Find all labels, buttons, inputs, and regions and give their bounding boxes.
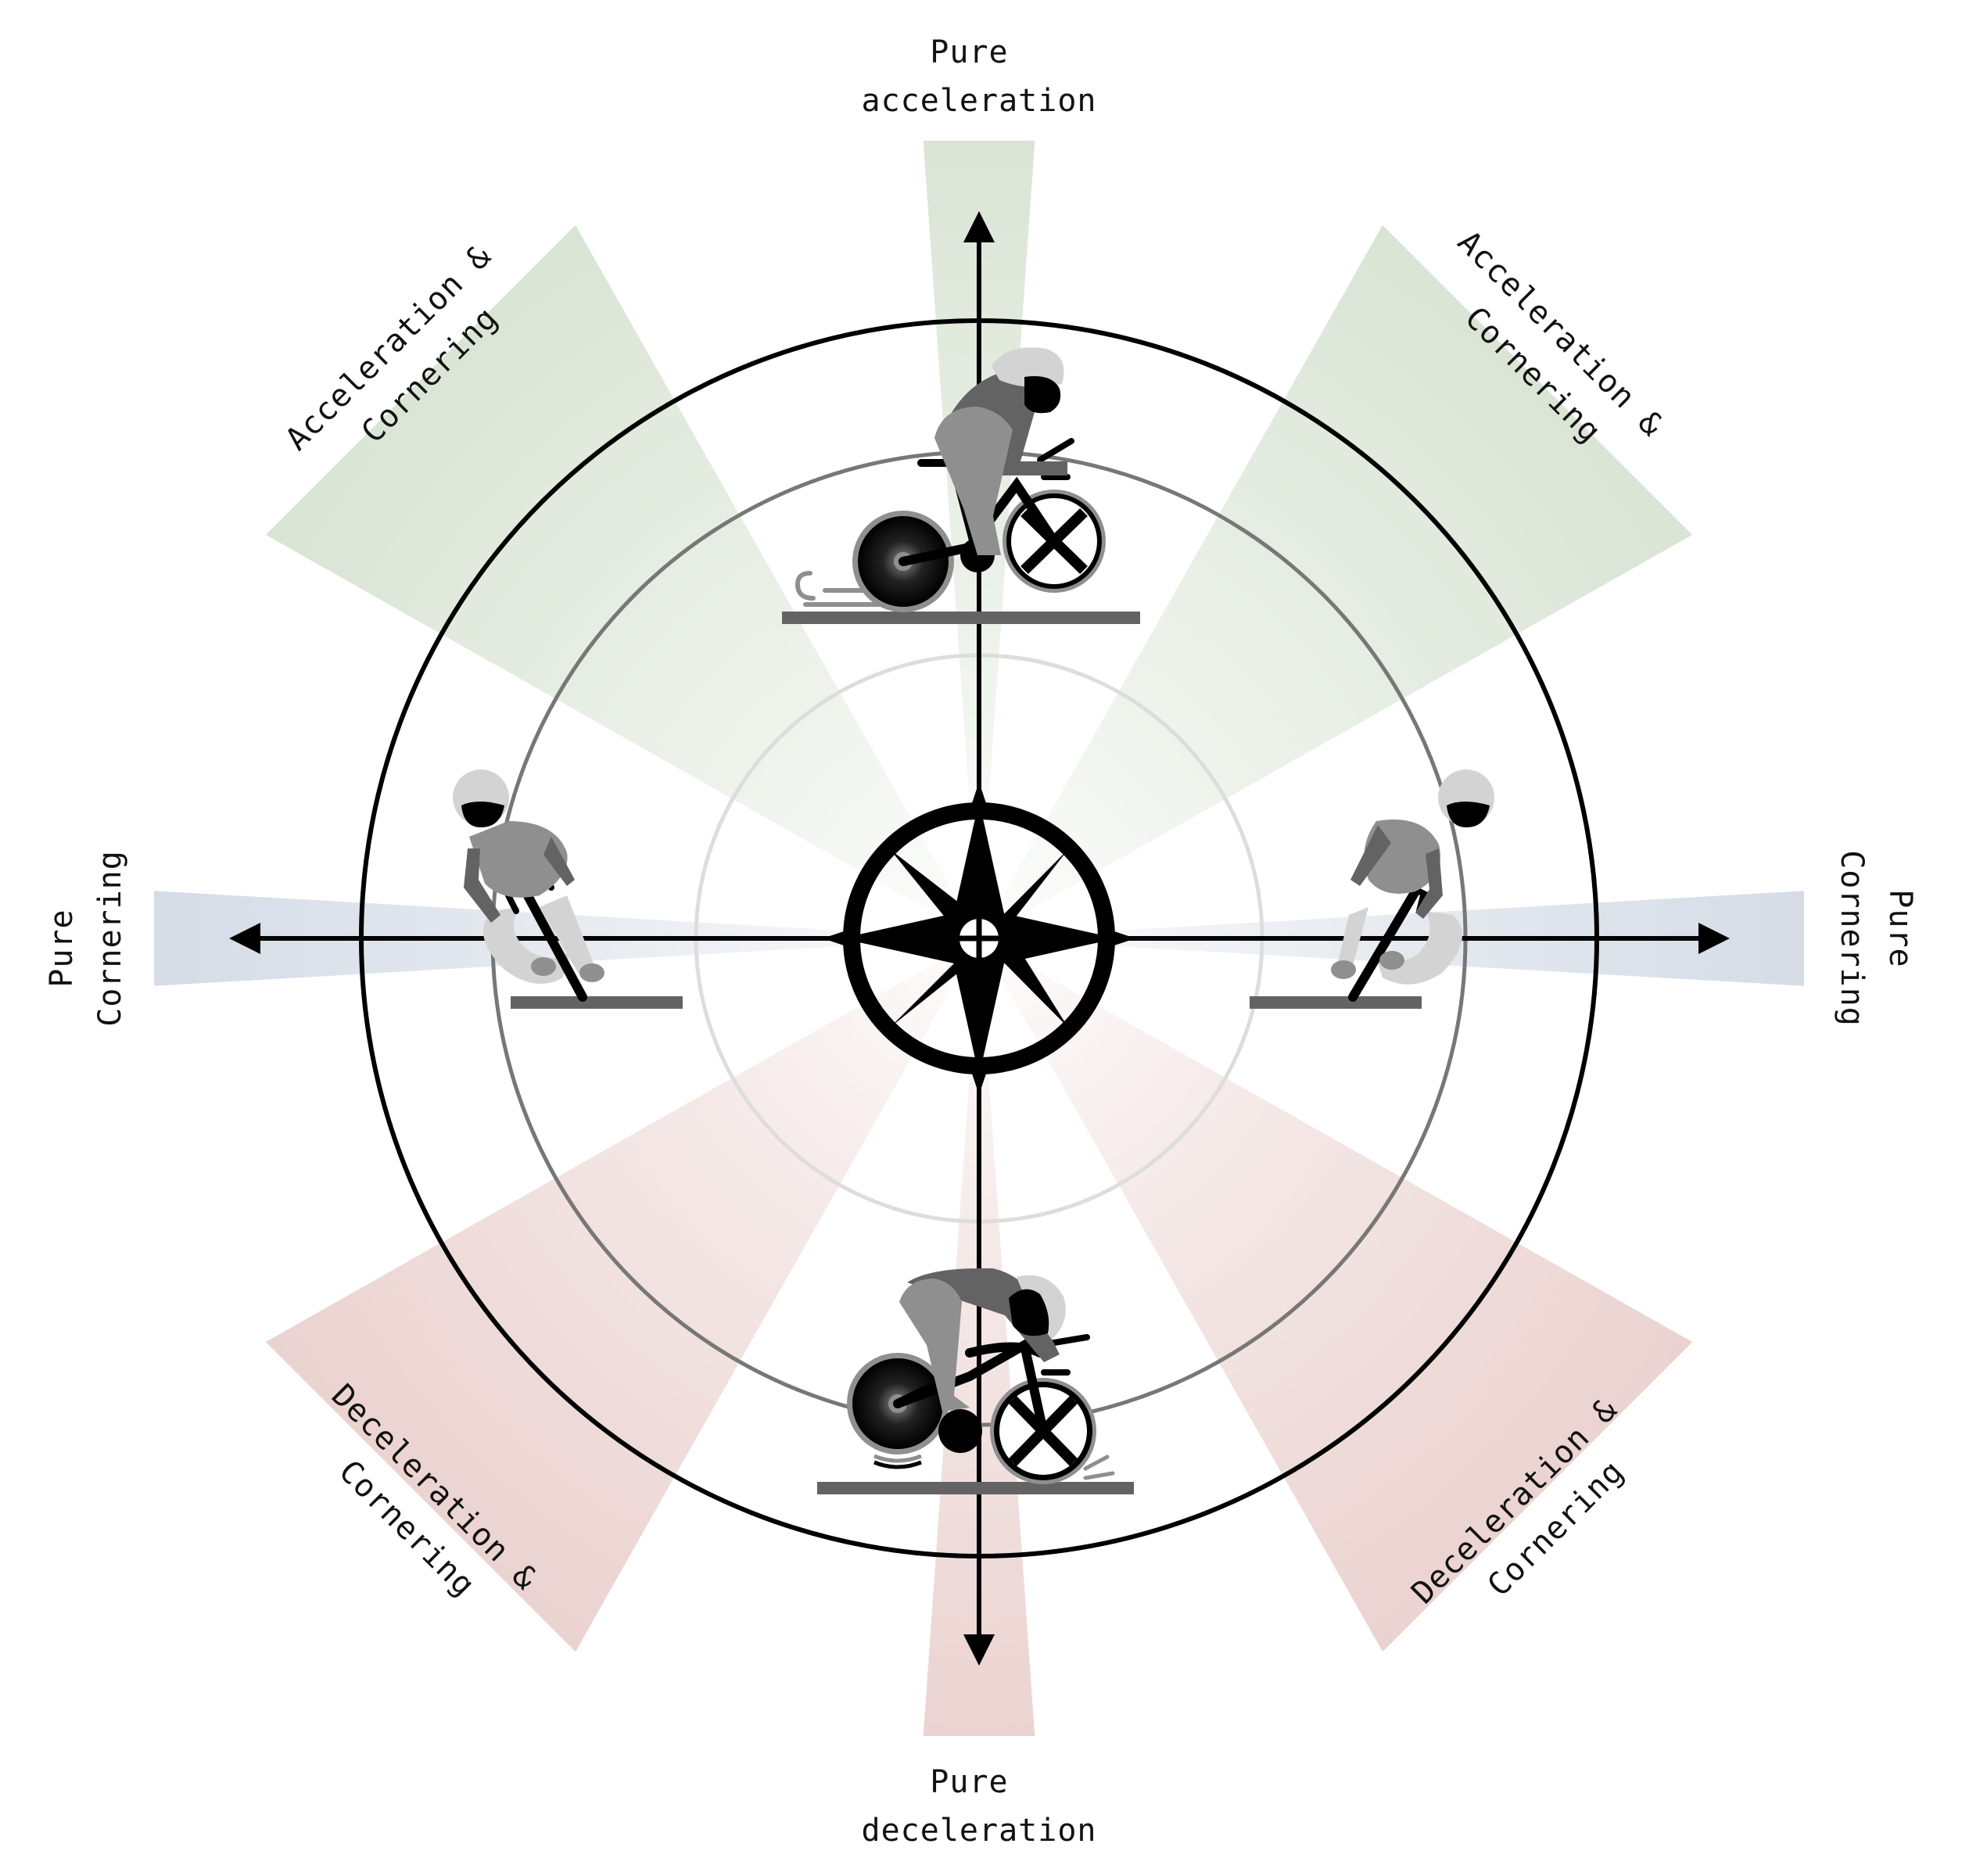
label-bottom: Pure deceleration xyxy=(862,1764,1097,1849)
arrow-up-icon xyxy=(963,211,995,242)
zone-wedge-down-left xyxy=(265,938,979,1652)
ground-line xyxy=(1250,996,1422,1009)
zone-wedge-up-right xyxy=(979,224,1693,938)
cyclist-leaning-left-icon xyxy=(453,769,683,1009)
label-top: Pure acceleration xyxy=(862,34,1097,119)
zone-wedges xyxy=(154,141,1804,1736)
arrow-down-icon xyxy=(963,1634,995,1666)
zone-wedge-down-right xyxy=(979,938,1693,1652)
arrow-right-icon xyxy=(1698,923,1730,954)
cyclist-braking-icon xyxy=(817,1268,1134,1494)
arrow-left-icon xyxy=(229,923,260,954)
ground-line xyxy=(782,612,1140,624)
compass-rose-icon xyxy=(823,782,1135,1095)
label-right: Pure Cornering xyxy=(1834,850,1918,1027)
zone-wedge-up-left xyxy=(265,224,979,938)
ground-line xyxy=(817,1482,1134,1494)
label-left: Pure Cornering xyxy=(44,850,128,1027)
ground-line xyxy=(511,996,683,1009)
cyclist-leaning-right-icon xyxy=(1250,769,1494,1009)
cyclist-accelerating-icon xyxy=(782,347,1140,624)
